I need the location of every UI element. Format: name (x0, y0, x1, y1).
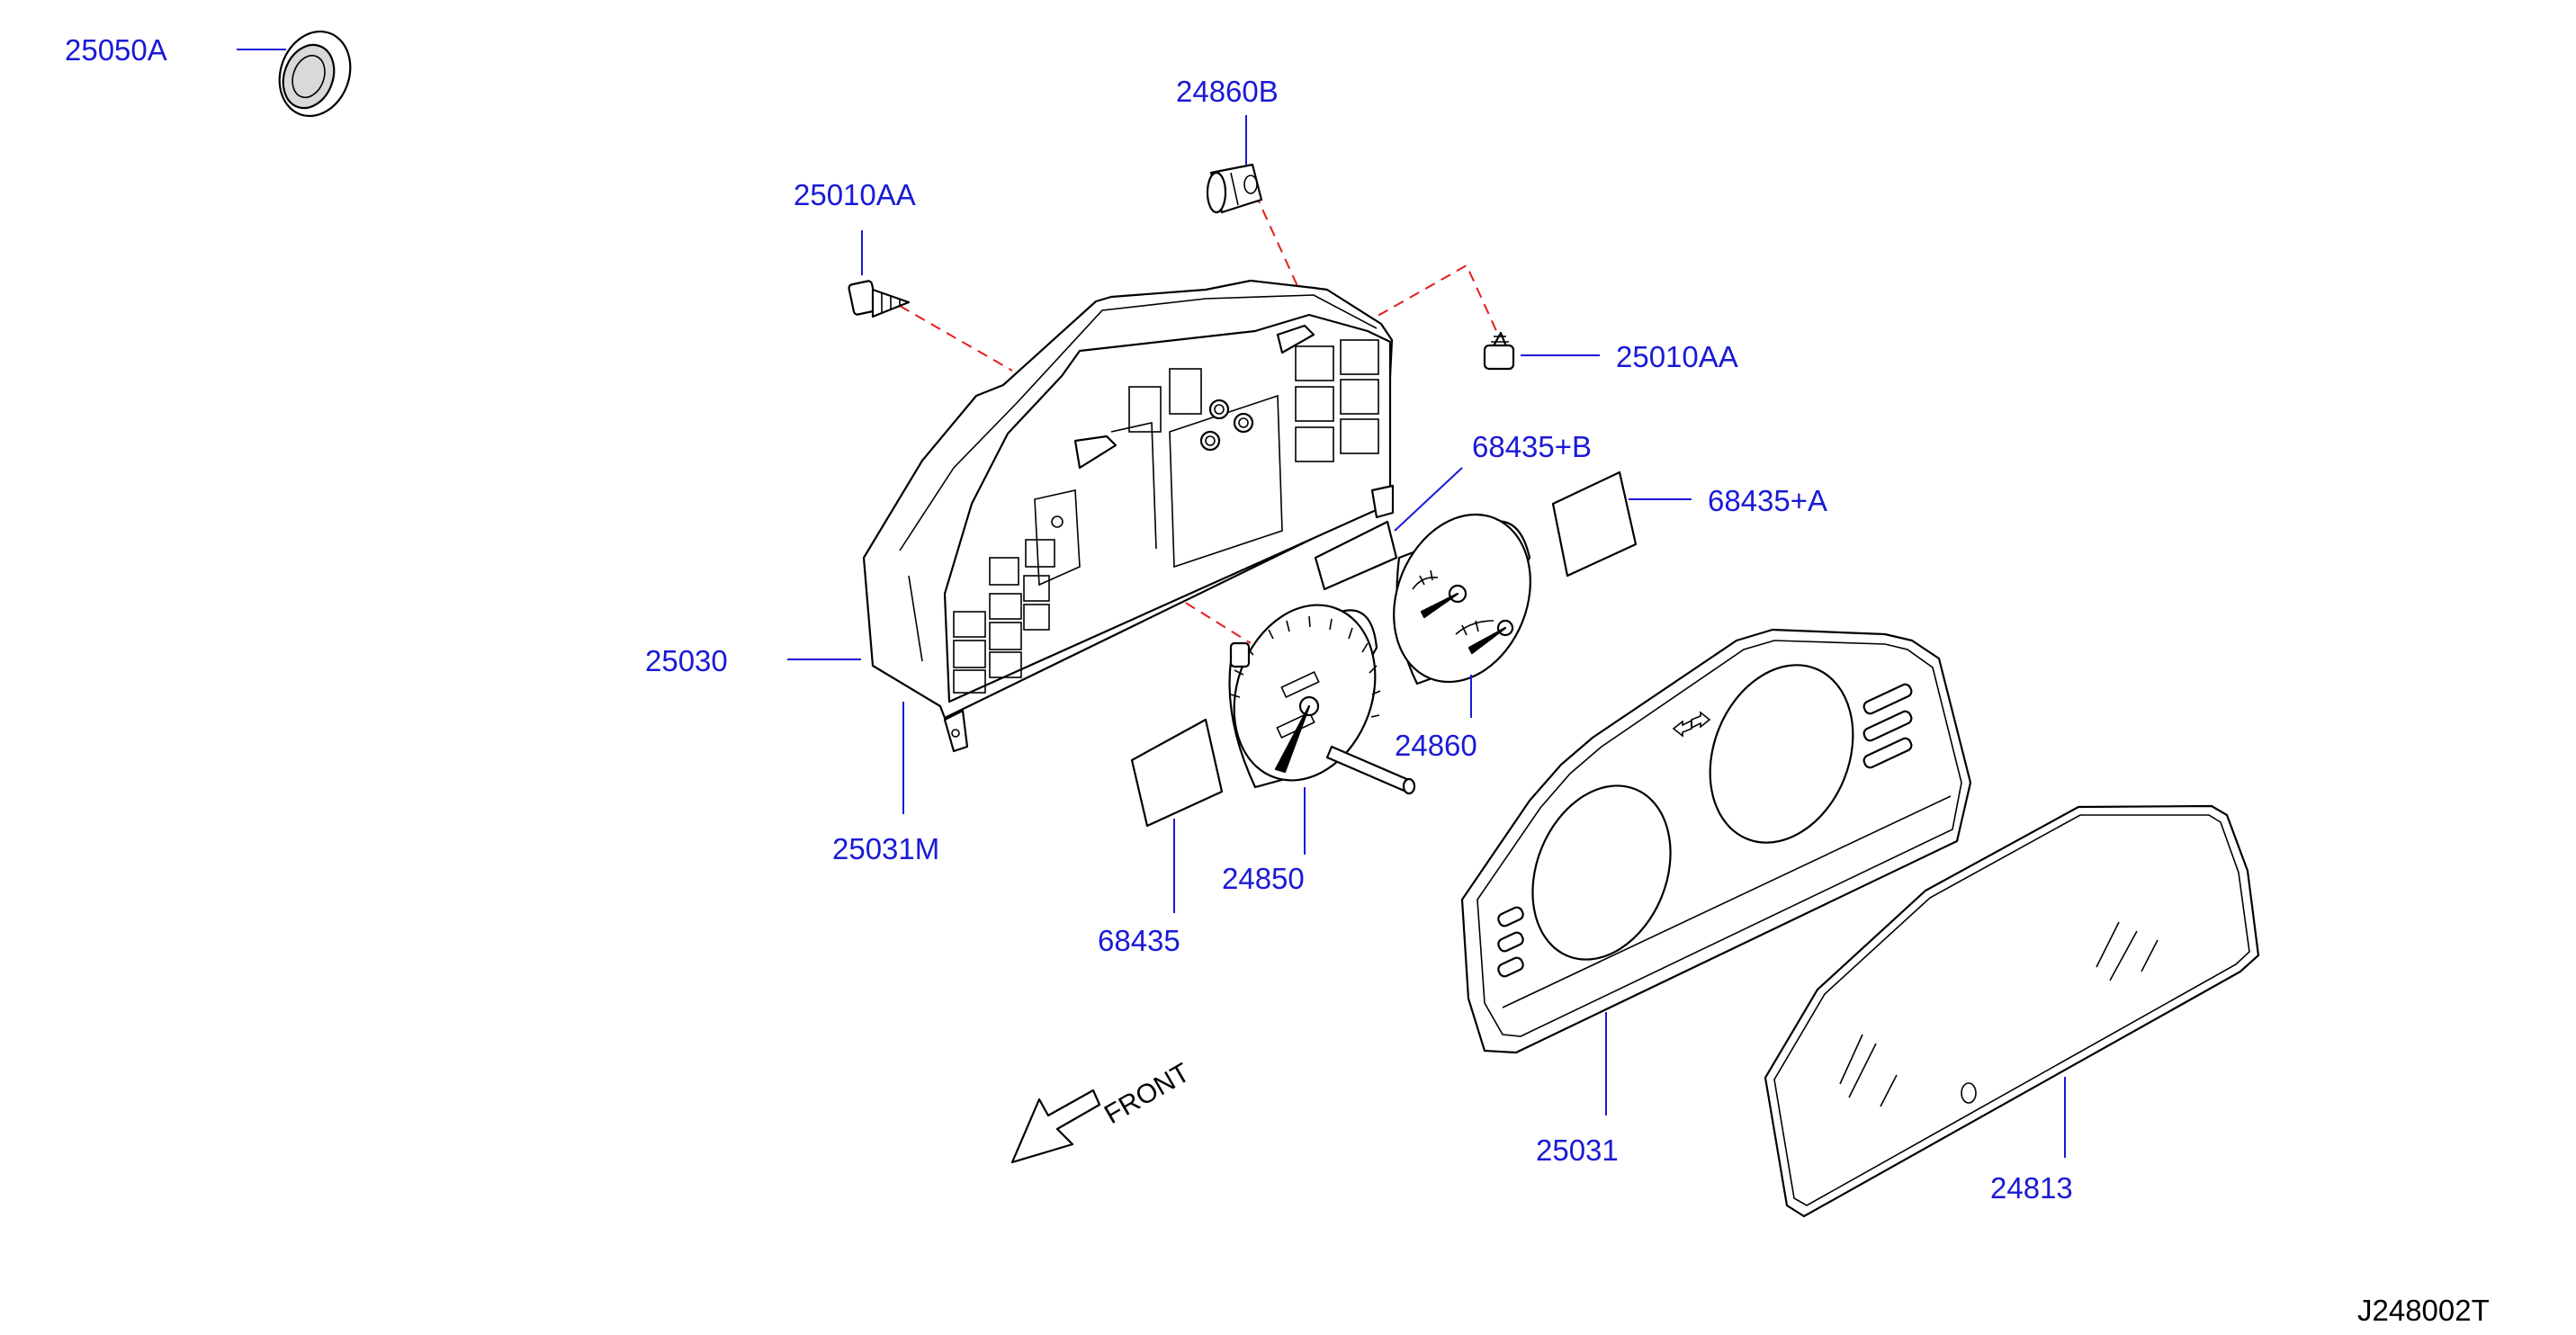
callout-25031: 25031 (1536, 1133, 1619, 1167)
front-label: FRONT (1100, 1058, 1195, 1130)
label-68435A (1551, 470, 1638, 578)
front-direction-arrow (1010, 1089, 1101, 1164)
callout-25010AA-left: 25010AA (794, 178, 916, 211)
screw-25010AA-left (848, 280, 911, 318)
socket-24860B (1206, 163, 1263, 214)
speedometer-24850 (1228, 604, 1416, 795)
drawing-reference: J248002T (2357, 1294, 2490, 1327)
cluster-housing-25030 (862, 279, 1395, 753)
callout-25010AA-right: 25010AA (1616, 340, 1738, 373)
gauge-24860 (1393, 513, 1531, 685)
screw-25010AA-right (1483, 331, 1515, 371)
callout-labels: 25050A 24860B 25010AA 25010AA 68435+B 68… (65, 33, 2073, 1205)
callout-25050A: 25050A (65, 33, 167, 67)
cluster-lid-25031 (1460, 628, 1972, 1054)
callout-24813: 24813 (1990, 1171, 2073, 1205)
callout-24850: 24850 (1222, 862, 1305, 895)
callout-25030: 25030 (645, 644, 728, 677)
callout-68435: 68435 (1098, 924, 1180, 957)
label-68435B (1314, 520, 1398, 591)
callout-68435A: 68435+A (1708, 484, 1827, 517)
grommet-25050A (278, 30, 352, 118)
label-68435 (1130, 718, 1224, 828)
callout-25031M: 25031M (832, 832, 939, 865)
glass-24813 (1764, 804, 2260, 1218)
callout-68435B: 68435+B (1472, 430, 1592, 463)
leader-lines (237, 49, 2066, 1158)
callout-24860B: 24860B (1176, 75, 1279, 108)
callout-24860: 24860 (1395, 729, 1477, 762)
